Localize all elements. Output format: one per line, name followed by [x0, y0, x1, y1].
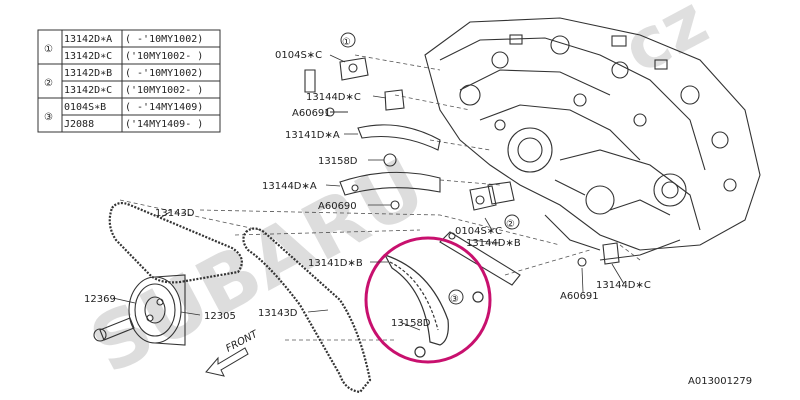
- table-row-1-part-2: 13142D∗C: [64, 51, 112, 62]
- label-13144d-b: 13144D∗B: [466, 238, 521, 249]
- table-row-2-part-1: 13142D∗B: [64, 68, 112, 79]
- label-12369: 12369: [84, 294, 116, 305]
- callout-3: ③: [450, 294, 459, 305]
- label-leaders: [112, 54, 625, 331]
- chain-guide-lower: [383, 253, 484, 358]
- watermark-main: SUBARU: [77, 142, 440, 392]
- tensioner-c: [577, 242, 620, 267]
- table-row-3-number: ③: [44, 112, 53, 123]
- table-row-3-part-1: 0104S∗B: [64, 102, 106, 113]
- label-0104s-c-top: 0104S∗C: [275, 50, 322, 61]
- diagram-id: A013001279: [688, 376, 752, 387]
- highlight-circle: [364, 236, 492, 364]
- table-row-1-range-1: ( -'10MY1002): [125, 34, 203, 45]
- label-13144d-c-top: 13144D∗C: [306, 92, 361, 103]
- timing-chains: [108, 201, 372, 394]
- callout-1: ①: [342, 37, 351, 48]
- upper-components: [304, 57, 515, 211]
- label-13158d-bottom: 13158D: [391, 318, 431, 329]
- label-13144d-c-bottom: 13144D∗C: [596, 280, 651, 291]
- table-row-2-range-2: ('10MY1002- ): [125, 85, 203, 96]
- label-13141d-a: 13141D∗A: [285, 130, 340, 141]
- label-13158d-top: 13158D: [318, 156, 358, 167]
- label-a60691-top: A60691: [292, 108, 331, 119]
- table-row-3-range-2: ('14MY1409- ): [125, 119, 203, 130]
- table-row-2-part-2: 13142D∗C: [64, 85, 112, 96]
- table-row-3-part-2: J2088: [64, 119, 94, 130]
- table-row-1-part-1: 13142D∗A: [64, 34, 112, 45]
- part-labels: 0104S∗C 13144D∗C A60691 13141D∗A 13158D …: [84, 50, 651, 329]
- front-arrow-icon: [205, 347, 249, 377]
- label-12305: 12305: [204, 311, 236, 322]
- label-0104s-c-mid: 0104S∗C: [455, 226, 502, 237]
- table-row-2-range-1: ( -'10MY1002): [125, 68, 203, 79]
- label-13143d-top: 13143D: [155, 208, 195, 219]
- applicability-table: [37, 29, 221, 133]
- table-row-1-range-2: ('10MY1002- ): [125, 51, 203, 62]
- label-13141d-b: 13141D∗B: [308, 258, 363, 269]
- engine-block-drawing: [424, 17, 761, 261]
- crank-pulley: [93, 274, 186, 346]
- label-13144d-a: 13144D∗A: [262, 181, 317, 192]
- callout-markers: ① ② ③: [340, 32, 520, 305]
- table-text: ① 13142D∗A ( -'10MY1002) 13142D∗C ('10MY…: [44, 34, 203, 130]
- label-a60691-bottom: A60691: [560, 291, 599, 302]
- label-13143d-bottom: 13143D: [258, 308, 298, 319]
- table-row-1-number: ①: [44, 44, 53, 55]
- label-a60690: A60690: [318, 201, 357, 212]
- table-row-3-range-1: ( -'14MY1409): [125, 102, 203, 113]
- callout-2: ②: [506, 219, 515, 230]
- table-row-2-number: ②: [44, 78, 53, 89]
